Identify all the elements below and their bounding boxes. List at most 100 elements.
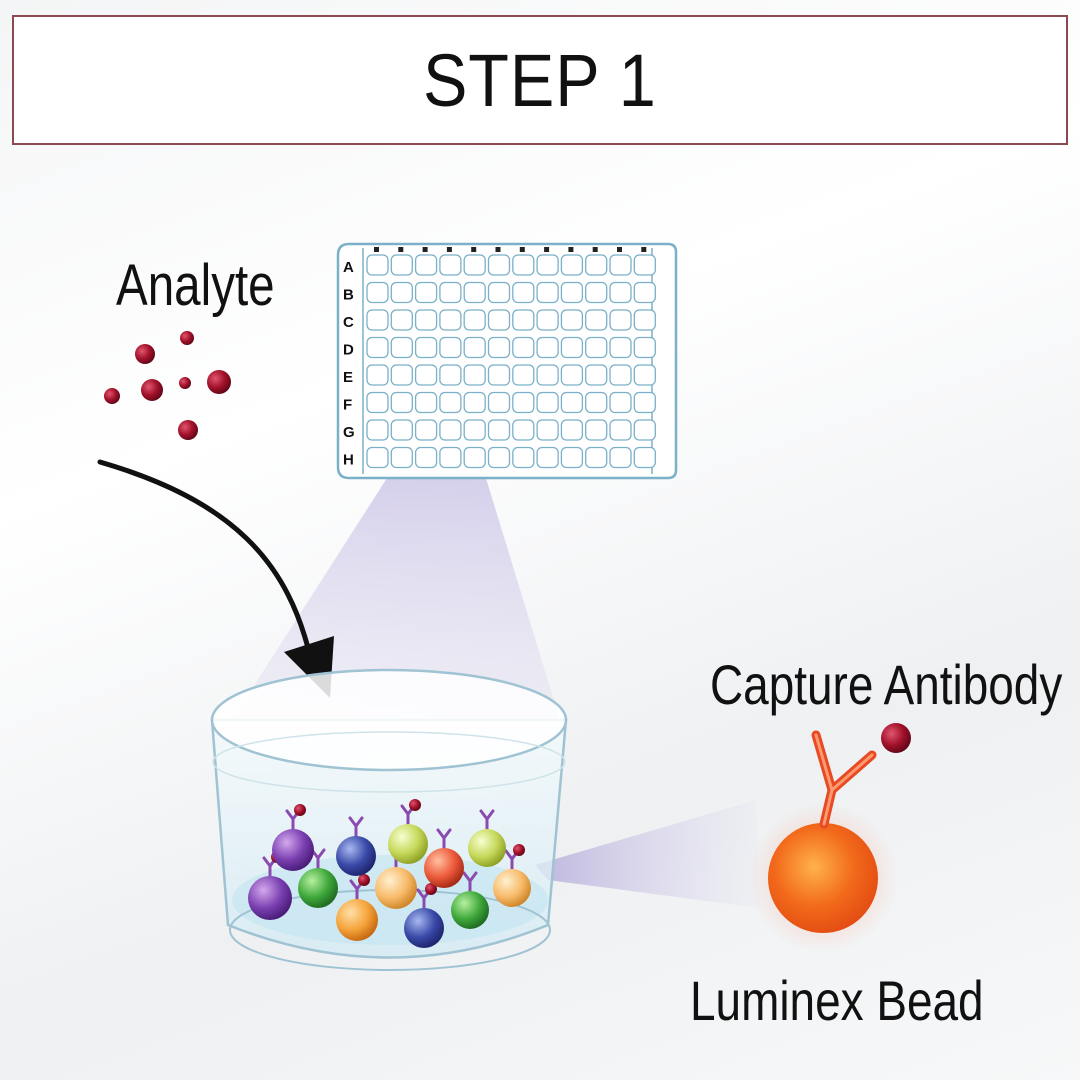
- plate-well: [463, 446, 486, 469]
- plate-well: [390, 419, 413, 441]
- plate-well: [366, 446, 389, 469]
- plate-well: [633, 281, 656, 304]
- plate-well: [560, 419, 584, 441]
- bound-analyte: [294, 804, 306, 816]
- plate-well: [609, 391, 632, 414]
- plate-well: [512, 309, 535, 331]
- plate-well: [487, 254, 511, 276]
- plate-well: [390, 254, 413, 276]
- luminex-bead: [768, 823, 878, 933]
- plate-well: [609, 309, 632, 331]
- plate-well: [439, 309, 462, 331]
- bead-antibody: [462, 871, 478, 893]
- plate-well: [463, 336, 486, 359]
- plate-column-mark: [592, 247, 598, 252]
- capture-bead: [468, 829, 506, 867]
- plate-well: [633, 391, 656, 414]
- bound-analyte: [425, 883, 437, 895]
- assay-well: [210, 668, 568, 971]
- analyte-droplet: [141, 379, 163, 401]
- plate-well: [560, 309, 584, 331]
- plate-well: [512, 281, 535, 304]
- analyte-droplet: [207, 370, 231, 394]
- luminex-bead-detail: [748, 723, 911, 953]
- capture-bead: [424, 848, 464, 888]
- bound-analyte: [513, 844, 525, 856]
- plate-well: [414, 364, 438, 386]
- plate-column-mark: [398, 247, 404, 252]
- plate-well: [366, 281, 389, 304]
- analyte-droplet: [180, 331, 194, 345]
- plate-row-label: D: [343, 342, 354, 359]
- plate-well: [609, 364, 632, 386]
- luminex-bead-label: Luminex Bead: [690, 969, 984, 1032]
- plate-column-mark: [568, 247, 574, 252]
- plate-well: [633, 419, 656, 441]
- plate-well: [439, 446, 462, 469]
- capture-bead: [493, 869, 531, 907]
- plate-column-mark: [422, 247, 428, 252]
- plate-well: [414, 391, 438, 414]
- plate-well: [463, 419, 486, 441]
- bound-analyte: [409, 799, 421, 811]
- capture-bead: [248, 876, 292, 920]
- plate-well: [512, 391, 535, 414]
- plate-well: [512, 336, 535, 359]
- plate-column-mark: [471, 247, 477, 252]
- plate-well: [414, 336, 438, 359]
- plate-well: [585, 336, 608, 359]
- plate-well: [560, 391, 584, 414]
- plate-well: [487, 391, 511, 414]
- plate-well: [487, 446, 511, 469]
- capture-bead: [388, 824, 428, 864]
- plate-well: [487, 364, 511, 386]
- plate-row-label: B: [343, 287, 354, 304]
- plate-well: [585, 281, 608, 304]
- analyte-label: Analyte: [116, 253, 275, 318]
- bound-analyte: [358, 874, 370, 886]
- plate-well: [463, 281, 486, 304]
- plate-well: [633, 446, 656, 469]
- plate-well: [560, 254, 584, 276]
- plate-well: [439, 336, 462, 359]
- magnification-beam: [232, 400, 560, 720]
- plate-well: [609, 281, 632, 304]
- title-box: STEP 1: [12, 15, 1068, 145]
- analyte-droplet: [104, 388, 120, 404]
- plate-well: [512, 446, 535, 469]
- plate-well: [390, 281, 413, 304]
- plate-well: [414, 446, 438, 469]
- analyte-droplet: [178, 420, 198, 440]
- plate-column-mark: [641, 247, 647, 252]
- plate-well: [366, 254, 389, 276]
- plate-column-mark: [446, 247, 452, 252]
- plate-column-mark: [519, 247, 525, 252]
- plate-well: [366, 419, 389, 441]
- plate-well: [366, 391, 389, 414]
- plate-well: [512, 419, 535, 441]
- bead-magnification-beam: [535, 800, 760, 908]
- plate-well: [536, 254, 559, 276]
- plate-well: [609, 254, 632, 276]
- capture-bead: [298, 868, 338, 908]
- plate-well: [585, 364, 608, 386]
- plate-well: [560, 446, 584, 469]
- plate-well: [390, 446, 413, 469]
- plate-well: [439, 254, 462, 276]
- capture-bead: [336, 899, 378, 941]
- analyte-droplet: [179, 377, 191, 389]
- plate-well: [439, 281, 462, 304]
- plate-well: [512, 254, 535, 276]
- plate-well: [633, 364, 656, 386]
- plate-well: [487, 419, 511, 441]
- capture-bead: [404, 908, 444, 948]
- plate-well: [439, 364, 462, 386]
- plate-well: [414, 419, 438, 441]
- plate-well: [463, 391, 486, 414]
- plate-well: [536, 309, 559, 331]
- plate-well: [414, 281, 438, 304]
- plate-well: [609, 419, 632, 441]
- plate-well: [390, 364, 413, 386]
- analyte-droplet: [135, 344, 155, 364]
